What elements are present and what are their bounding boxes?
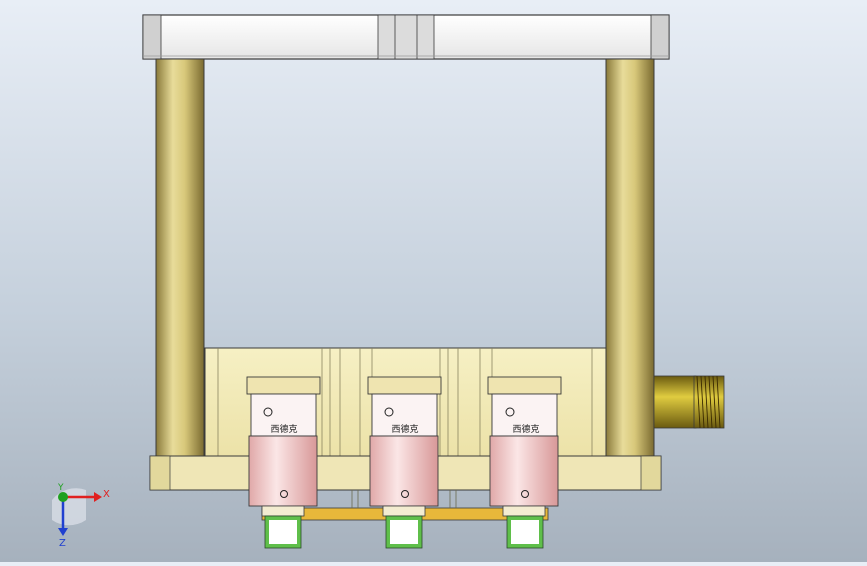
clamp-head bbox=[491, 393, 558, 437]
x-axis-label: X bbox=[103, 489, 110, 500]
clamp-2[interactable]: 西德克 bbox=[367, 376, 442, 549]
reference-triad: X Y Z bbox=[52, 483, 110, 549]
clamp-body bbox=[369, 435, 439, 507]
clamp-cap bbox=[487, 376, 562, 395]
left-pillar[interactable] bbox=[155, 58, 205, 460]
clamp-neck bbox=[261, 505, 305, 517]
clamp-neck bbox=[382, 505, 426, 517]
z-axis-label: Z bbox=[59, 538, 66, 549]
lower-block-lines bbox=[351, 490, 457, 508]
y-axis-dot-icon bbox=[58, 492, 68, 502]
clamp-screw bbox=[384, 407, 394, 417]
clamp-label: 西德克 bbox=[270, 423, 297, 435]
clamp-screw bbox=[521, 490, 529, 498]
y-axis-label: Y bbox=[57, 483, 64, 493]
z-arrow-icon bbox=[58, 528, 68, 536]
clamp-body bbox=[248, 435, 318, 507]
clamp-screw bbox=[280, 490, 288, 498]
clamp-neck bbox=[502, 505, 546, 517]
clamp-screw bbox=[401, 490, 409, 498]
right-pillar[interactable] bbox=[605, 58, 655, 460]
clamp-label: 西德克 bbox=[391, 423, 418, 435]
top-plate[interactable] bbox=[142, 14, 670, 60]
clamp-cap bbox=[367, 376, 442, 395]
clamp-3[interactable]: 西德克 bbox=[487, 376, 562, 549]
clamp-label: 西德克 bbox=[512, 423, 539, 435]
clamp-1[interactable]: 西德克 bbox=[246, 376, 321, 549]
clamp-head bbox=[250, 393, 317, 437]
clamp-screw bbox=[263, 407, 273, 417]
clamp-head bbox=[371, 393, 438, 437]
clamp-cap bbox=[246, 376, 321, 395]
side-fitting[interactable] bbox=[653, 375, 725, 429]
clamp-body bbox=[489, 435, 559, 507]
clamp-screw bbox=[505, 407, 515, 417]
x-arrow-icon bbox=[94, 492, 102, 502]
